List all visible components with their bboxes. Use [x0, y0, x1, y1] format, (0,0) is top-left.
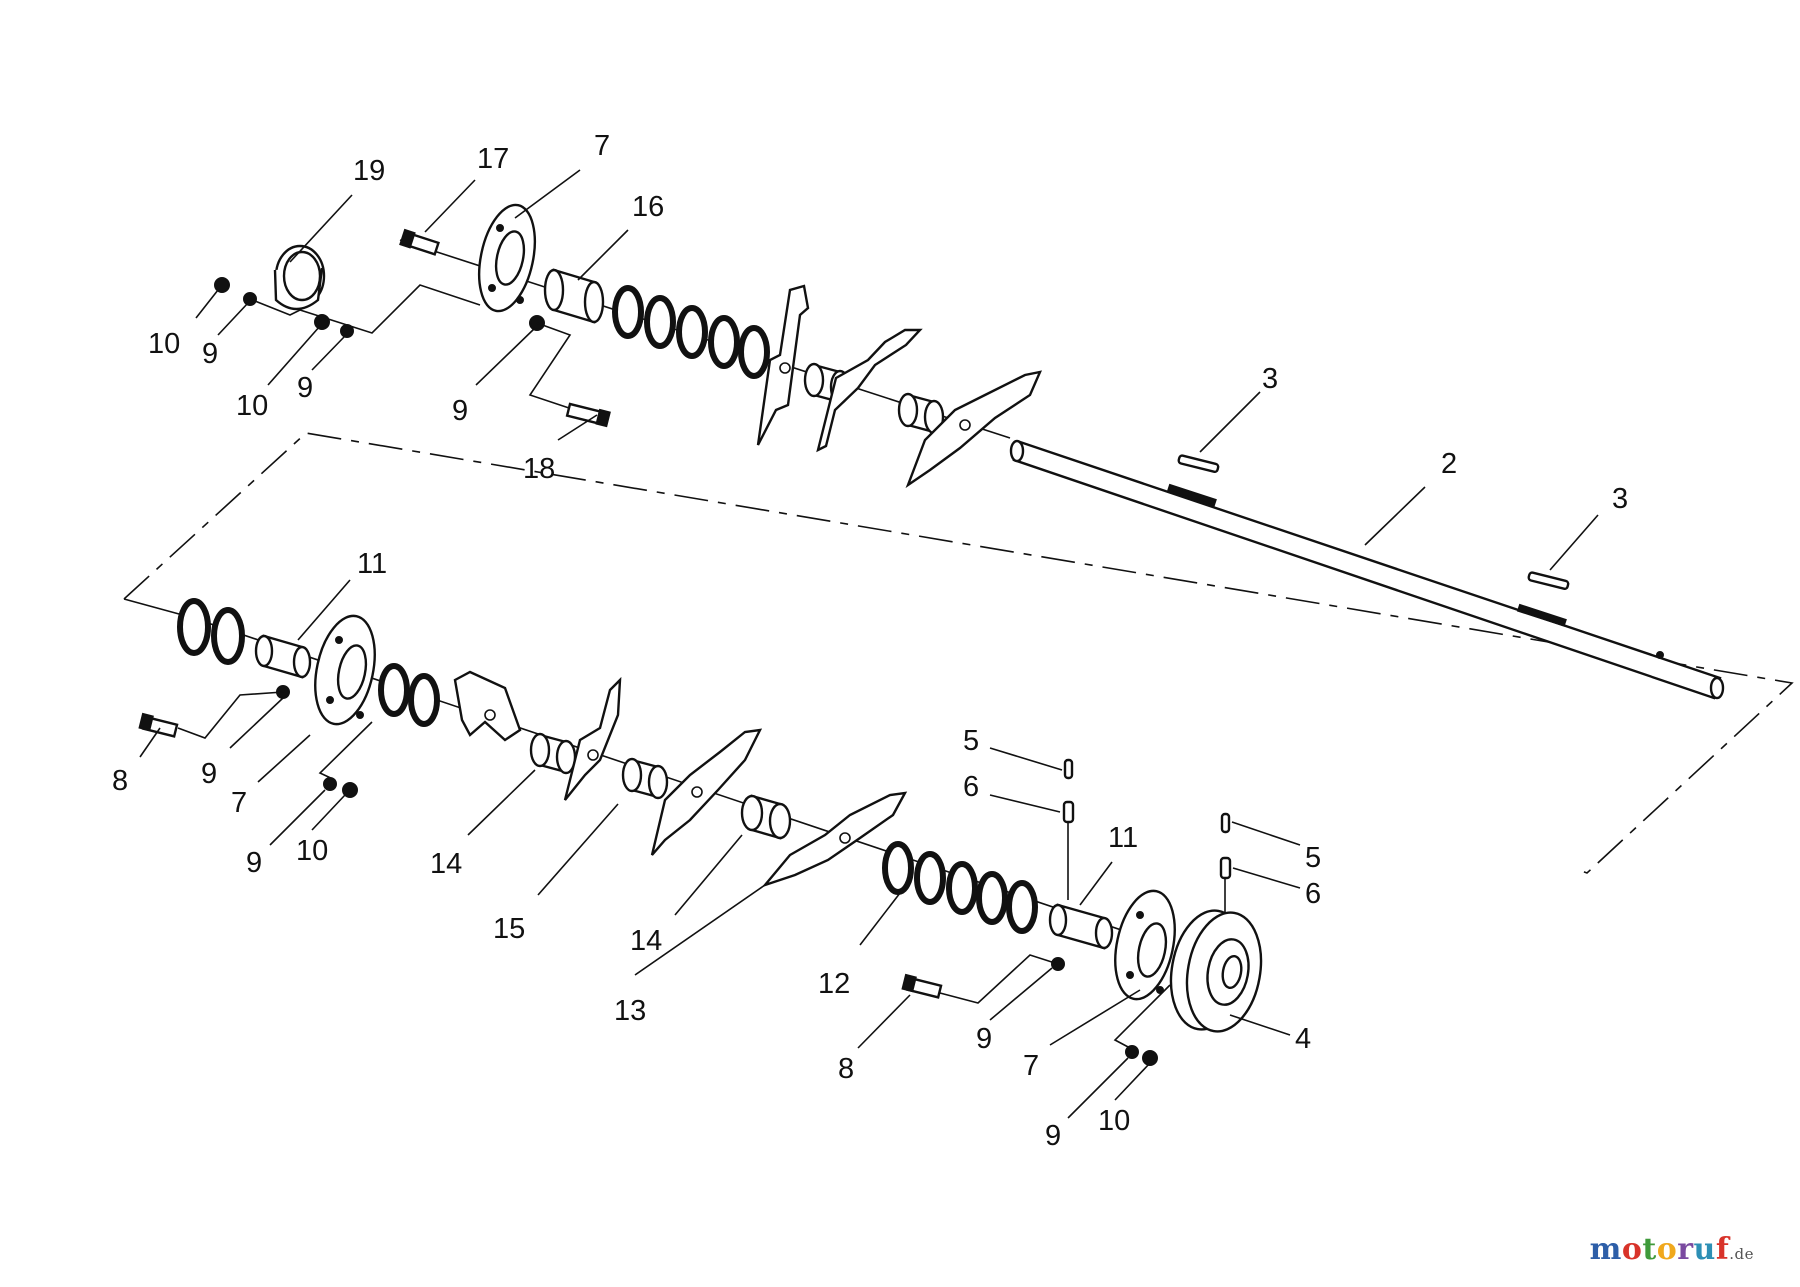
- watermark-letter: r: [1677, 1232, 1694, 1267]
- watermark-tld: .de: [1729, 1245, 1754, 1263]
- callout-11: 11: [1108, 822, 1138, 854]
- callout-9: 9: [1045, 1120, 1061, 1152]
- part-15-blade: [563, 676, 622, 801]
- callout-9: 9: [202, 338, 218, 370]
- motoruf-watermark-logo: motoruf.de: [1590, 1232, 1754, 1267]
- part-14-spacer-b: [621, 757, 669, 800]
- part-14-spacer-c: [740, 794, 792, 840]
- callout-10: 10: [236, 390, 268, 422]
- callout-9: 9: [452, 395, 468, 427]
- callout-16: 16: [632, 191, 664, 223]
- callout-7: 7: [594, 130, 610, 162]
- callout-10: 10: [296, 835, 328, 867]
- callout-7: 7: [1023, 1050, 1039, 1082]
- lower-assembly: [123, 598, 1263, 1066]
- watermark-letter: m: [1589, 1232, 1622, 1267]
- callout-8: 8: [838, 1053, 854, 1085]
- part-7-flange-right: [1114, 889, 1176, 1001]
- callout-9: 9: [201, 758, 217, 790]
- watermark-letter: o: [1656, 1232, 1678, 1267]
- assembly-dash-line: [123, 432, 1794, 874]
- watermark-letter: t: [1642, 1232, 1657, 1267]
- part-18-bolt: [565, 402, 611, 428]
- callout-10: 10: [148, 328, 180, 360]
- part-7-flange-upper: [478, 203, 536, 313]
- callout-8: 8: [112, 765, 128, 797]
- washer-stack-upper: [612, 285, 770, 379]
- blade-lower-1: [453, 670, 522, 742]
- callout-11: 11: [357, 548, 387, 580]
- blade-upper-1: [756, 284, 810, 446]
- part-7-flange-left: [314, 614, 376, 726]
- callout-labels: 19 17 7 16 10 9 10 9 9 18 3 2 3 11 8 9 7…: [112, 130, 1628, 1152]
- part-16-spacer: [543, 268, 605, 324]
- part-19-sleeve: [273, 244, 326, 311]
- part-11-spacer-left: [254, 634, 312, 679]
- part-8-bolt-right: [901, 973, 943, 999]
- watermark-letter: u: [1693, 1232, 1716, 1267]
- callout-5: 5: [1305, 842, 1321, 874]
- callout-6: 6: [1305, 878, 1321, 910]
- callout-9: 9: [976, 1023, 992, 1055]
- upper-assembly: [214, 203, 1043, 489]
- callout-leaders: [139, 169, 1599, 1119]
- part-4-pulley: [1169, 909, 1263, 1033]
- part-12-washers: [882, 841, 1038, 934]
- callout-10: 10: [1098, 1105, 1130, 1137]
- part-17-bolt: [399, 228, 440, 256]
- part-8-bolt-left: [138, 712, 179, 738]
- part-2-shaft: [1009, 439, 1725, 700]
- callout-7: 7: [231, 787, 247, 819]
- blade-lower-3: [650, 728, 763, 856]
- callout-3: 3: [1262, 363, 1278, 395]
- callout-9: 9: [297, 372, 313, 404]
- callout-15: 15: [493, 913, 525, 945]
- watermark-letter: f: [1715, 1232, 1730, 1267]
- callout-4: 4: [1295, 1023, 1311, 1055]
- callout-2: 2: [1441, 448, 1457, 480]
- callout-18: 18: [523, 453, 555, 485]
- callout-14: 14: [430, 848, 462, 880]
- callout-14: 14: [630, 925, 662, 957]
- callout-6: 6: [963, 771, 979, 803]
- callout-3: 3: [1612, 483, 1628, 515]
- watermark-letter: o: [1621, 1232, 1643, 1267]
- callout-5: 5: [963, 725, 979, 757]
- callout-17: 17: [477, 143, 509, 175]
- blade-upper-2: [816, 328, 923, 453]
- blade-upper-3: [905, 370, 1043, 489]
- callout-9: 9: [246, 847, 262, 879]
- callout-19: 19: [353, 155, 385, 187]
- callout-12: 12: [818, 968, 850, 1000]
- part-13-blade: [761, 791, 908, 888]
- callout-13: 13: [614, 995, 646, 1027]
- part-14-spacer-a: [529, 732, 577, 775]
- part-11-spacer-right: [1048, 903, 1114, 950]
